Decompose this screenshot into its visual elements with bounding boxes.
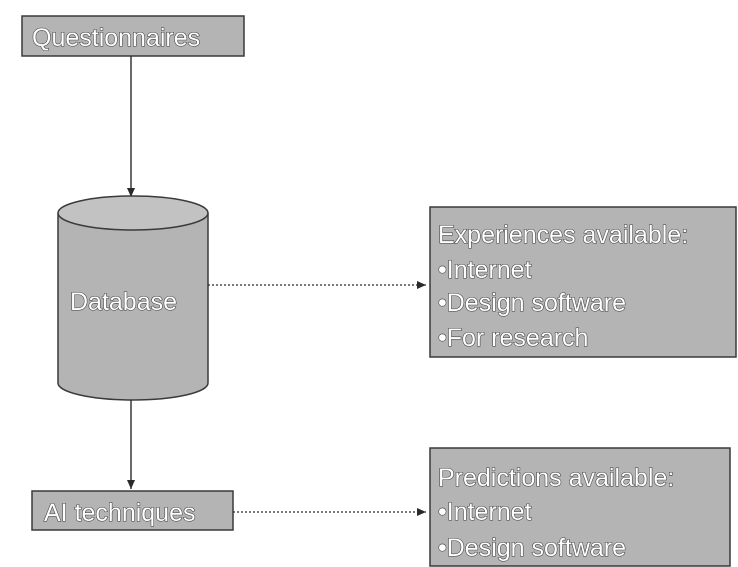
experiences-title: Experiences available: [438, 221, 688, 249]
database-label: Database [70, 288, 177, 316]
experiences-item: •For research [438, 324, 588, 352]
database-node: Database [57, 195, 209, 401]
predictions-title: Predictions available: [438, 464, 674, 492]
experiences-node: Experiences available: •Internet •Design… [429, 206, 737, 358]
experiences-item: •Design software [438, 289, 626, 317]
predictions-item: •Internet [438, 498, 532, 526]
questionnaires-node: Questionnaires [21, 15, 245, 57]
experiences-item: •Internet [438, 256, 532, 284]
ai-techniques-node: AI techniques [31, 490, 234, 531]
questionnaires-label: Questionnaires [32, 24, 200, 52]
predictions-node: Predictions available: •Internet •Design… [429, 447, 731, 567]
predictions-item: •Design software [438, 534, 626, 562]
ai-techniques-label: AI techniques [44, 499, 196, 527]
